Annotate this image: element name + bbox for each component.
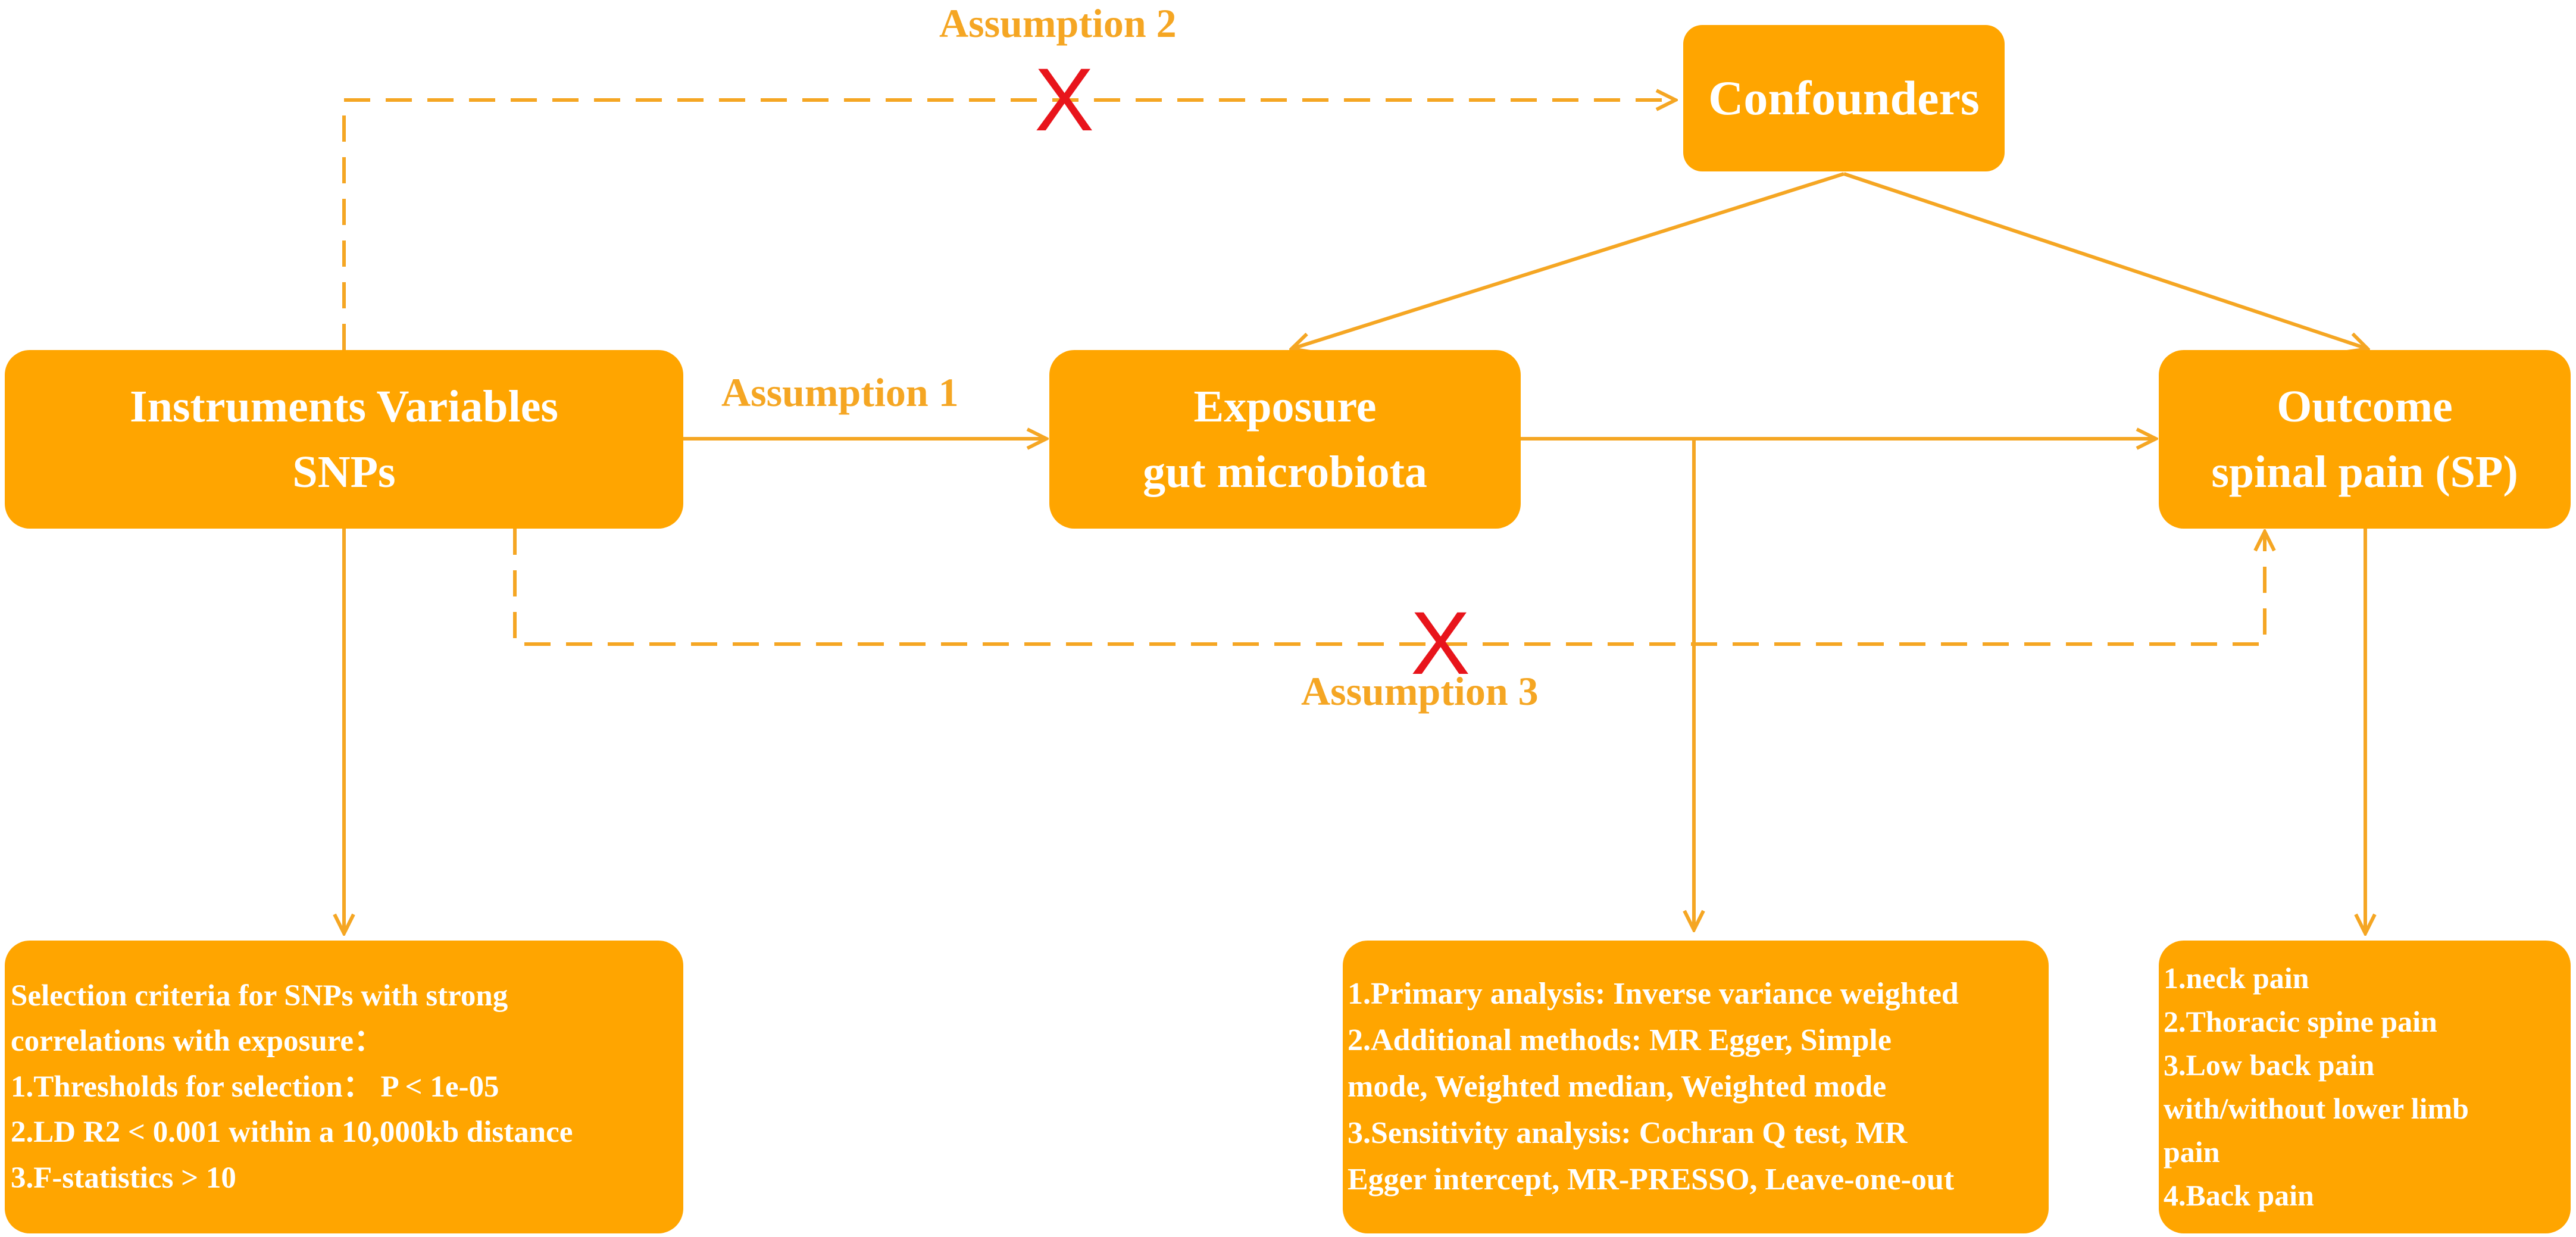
node-exposure: Exposure gut microbiota — [1049, 350, 1521, 529]
selection-line: Selection criteria for SNPs with strong — [11, 979, 508, 1013]
cross-assumption-2: X — [1034, 49, 1095, 149]
selection-line: 2.LD R2 < 0.001 within a 10,000kb distan… — [11, 1116, 573, 1149]
pain-line: with/without lower limb — [2164, 1092, 2469, 1125]
selection-line: 1.Thresholds for selection： P < 1e-05 — [11, 1070, 499, 1104]
analysis-line: 3.Sensitivity analysis: Cochran Q test, … — [1348, 1116, 1908, 1150]
pain-line: pain — [2164, 1135, 2220, 1169]
node-exposure-title: Exposure — [1193, 381, 1377, 432]
box-selection-criteria: Selection criteria for SNPs with strong … — [5, 941, 683, 1233]
node-exposure-subtitle: gut microbiota — [1143, 447, 1427, 497]
node-instrument-variables-subtitle: SNPs — [292, 447, 396, 497]
analysis-line: Egger intercept, MR-PRESSO, Leave-one-ou… — [1348, 1163, 1955, 1197]
pain-line: 1.neck pain — [2164, 961, 2309, 995]
box-analysis-methods: 1.Primary analysis: Inverse variance wei… — [1343, 941, 2049, 1233]
box-pain-types: 1.neck pain 2.Thoracic spine pain 3.Low … — [2159, 941, 2571, 1233]
pain-line: 3.Low back pain — [2164, 1048, 2375, 1082]
node-confounders: Confounders — [1683, 25, 2005, 171]
edge-confounders-to-outcome — [1843, 172, 2368, 349]
selection-line: 3.F-statistics > 10 — [11, 1161, 236, 1195]
assumption-1-label: Assumption 1 — [721, 370, 959, 415]
analysis-line: mode, Weighted median, Weighted mode — [1348, 1070, 1887, 1104]
node-instrument-variables-title: Instruments Variables — [130, 381, 558, 432]
edge-iv-to-confounders — [342, 100, 1675, 350]
cross-assumption-3: X — [1411, 593, 1471, 693]
assumption-2-label: Assumption 2 — [939, 1, 1177, 46]
analysis-line: 2.Additional methods: MR Egger, Simple — [1348, 1023, 1892, 1057]
node-outcome-subtitle: spinal pain (SP) — [2211, 447, 2518, 497]
selection-line: correlations with exposure： — [11, 1024, 384, 1058]
node-outcome: Outcome spinal pain (SP) — [2159, 350, 2571, 529]
node-instrument-variables: Instruments Variables SNPs — [5, 350, 683, 529]
analysis-line: 1.Primary analysis: Inverse variance wei… — [1348, 977, 1959, 1011]
assumption-3-label: Assumption 3 — [1301, 669, 1539, 714]
node-confounders-title: Confounders — [1708, 70, 1980, 125]
edge-iv-to-outcome-direct — [513, 529, 2265, 646]
pain-line: 4.Back pain — [2164, 1179, 2314, 1212]
node-outcome-title: Outcome — [2277, 381, 2453, 432]
edge-confounders-to-exposure — [1292, 172, 1845, 349]
pain-line: 2.Thoracic spine pain — [2164, 1005, 2437, 1038]
